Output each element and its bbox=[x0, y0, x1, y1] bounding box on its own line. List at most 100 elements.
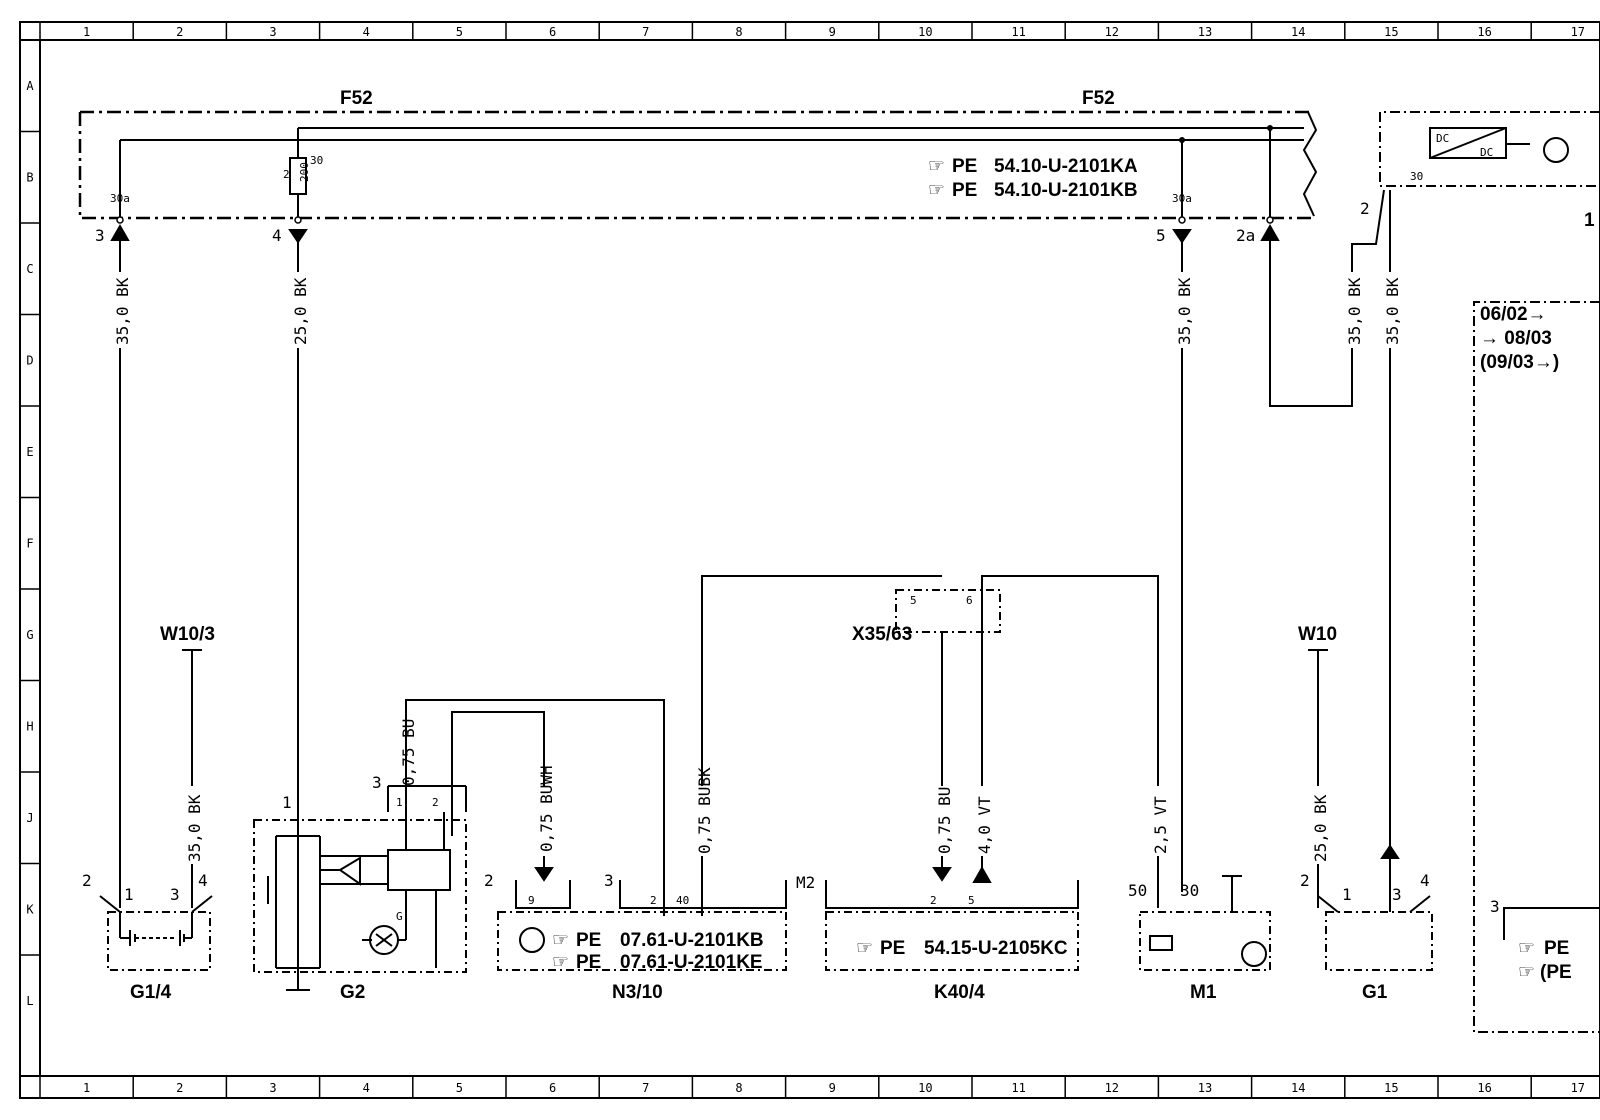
pin-30-fuse: 30 bbox=[310, 154, 323, 167]
column-label: 9 bbox=[829, 1081, 836, 1095]
n3-pin-3: 3 bbox=[604, 871, 614, 890]
column-label: 14 bbox=[1291, 1081, 1305, 1095]
wire-w4: 35,0 BK bbox=[1345, 277, 1364, 345]
column-label: 13 bbox=[1198, 25, 1212, 39]
column-label: 10 bbox=[918, 25, 932, 39]
column-label: 15 bbox=[1384, 25, 1398, 39]
row-label: H bbox=[26, 719, 33, 733]
n3-pin-9: 9 bbox=[528, 894, 535, 907]
m1-starter bbox=[1139, 875, 1271, 971]
g1-pin-3: 3 bbox=[1392, 885, 1402, 904]
f52-refs: ☞ PE 54.10-U-2101KA ☞ PE 54.10-U-2101KB bbox=[928, 156, 1138, 201]
date-2: → 08/03 bbox=[1480, 328, 1552, 349]
row-label: E bbox=[26, 445, 33, 459]
column-label: 3 bbox=[269, 1081, 276, 1095]
ref-k40: 54.15-U-2105KC bbox=[924, 938, 1068, 959]
dcdc-pin-1: 1 bbox=[1584, 210, 1595, 231]
wire-w7: 0,75 BU bbox=[399, 719, 418, 786]
column-label: 14 bbox=[1291, 25, 1305, 39]
g1-4-pin-3: 3 bbox=[170, 885, 180, 904]
f52-busbar bbox=[119, 127, 1304, 218]
wire-w13: 25,0 BK bbox=[1311, 794, 1330, 862]
pin-2a: 2a bbox=[1236, 226, 1255, 245]
row-label: A bbox=[26, 79, 34, 93]
row-label: G bbox=[26, 628, 33, 642]
pe-icon-5: ☞ bbox=[856, 938, 873, 959]
f52-right-label: F52 bbox=[1082, 88, 1115, 109]
x35-63-connector bbox=[895, 589, 1001, 633]
wire-w10: 0,75 BU bbox=[935, 787, 954, 854]
g2-alternator bbox=[253, 785, 467, 991]
g1-4-pin-4: 4 bbox=[198, 871, 208, 890]
row-label: C bbox=[26, 262, 33, 276]
pin-30a-left: 30a bbox=[110, 192, 130, 205]
n3-pin-m2: M2 bbox=[796, 873, 815, 892]
x35-pin-5: 5 bbox=[910, 594, 917, 607]
column-label: 2 bbox=[176, 1081, 183, 1095]
column-label: 4 bbox=[363, 1081, 370, 1095]
variant-ref-b: (PE bbox=[1540, 962, 1572, 983]
x35-63-label: X35/63 bbox=[852, 624, 912, 645]
column-label: 9 bbox=[829, 25, 836, 39]
ref-n3-a: 07.61-U-2101KB bbox=[620, 930, 764, 951]
ref-f52-b: 54.10-U-2101KB bbox=[994, 180, 1138, 201]
k40-4-module bbox=[825, 865, 1079, 971]
column-label: 7 bbox=[642, 1081, 649, 1095]
variant-pin-3: 3 bbox=[1490, 897, 1500, 916]
n3-10-label: N3/10 bbox=[612, 982, 663, 1003]
pin-5: 5 bbox=[1156, 226, 1166, 245]
g2-pin-2: 2 bbox=[432, 796, 439, 809]
pe-icon-7: ☞ bbox=[1518, 962, 1535, 983]
dcdc-pin-30: 30 bbox=[1410, 170, 1423, 183]
row-label: F bbox=[26, 536, 33, 550]
k40-pin-5: 5 bbox=[968, 894, 975, 907]
wire-w9: 0,75 BUBK bbox=[695, 767, 714, 854]
column-label: 16 bbox=[1477, 25, 1491, 39]
pin-4: 4 bbox=[272, 226, 282, 245]
column-label: 11 bbox=[1011, 25, 1025, 39]
column-label: 15 bbox=[1384, 1081, 1398, 1095]
g1-pin-1: 1 bbox=[1342, 885, 1352, 904]
ref-n3-b: 07.61-U-2101KE bbox=[620, 952, 763, 973]
m1-pin-50: 50 bbox=[1128, 881, 1147, 900]
wire-w1: 35,0 BK bbox=[113, 277, 132, 345]
column-label: 5 bbox=[456, 1081, 463, 1095]
wire-w8: 0,75 BUWH bbox=[537, 765, 556, 852]
pe-icon-2: ☞ bbox=[928, 180, 945, 201]
pe-icon-4: ☞ bbox=[552, 952, 569, 973]
column-label: 8 bbox=[735, 1081, 742, 1095]
row-label: B bbox=[26, 170, 33, 184]
column-label: 1 bbox=[83, 25, 90, 39]
pin-3: 3 bbox=[95, 226, 105, 245]
column-label: 5 bbox=[456, 25, 463, 39]
variant-box bbox=[1473, 301, 1600, 1033]
n3-pin-2b: 2 bbox=[650, 894, 657, 907]
g1-pin-4: 4 bbox=[1420, 871, 1430, 890]
fuse-200: 200 bbox=[298, 162, 311, 182]
g1-4-battery bbox=[99, 895, 213, 971]
pe-icon-1: ☞ bbox=[928, 156, 945, 177]
m1-label: M1 bbox=[1190, 982, 1217, 1003]
pe-label-4: PE bbox=[576, 952, 601, 973]
wire-w11: 4,0 VT bbox=[975, 796, 994, 854]
g2-pin-1: 1 bbox=[282, 793, 292, 812]
pe-icon-3: ☞ bbox=[552, 930, 569, 951]
wire-w2: 25,0 BK bbox=[291, 277, 310, 345]
frame bbox=[19, 21, 1600, 1099]
wire-w12: 2,5 VT bbox=[1151, 796, 1170, 854]
pe-label-2: PE bbox=[952, 180, 977, 201]
g1-4-pin-2: 2 bbox=[82, 871, 92, 890]
pe-icon-6: ☞ bbox=[1518, 938, 1535, 959]
column-label: 17 bbox=[1571, 1081, 1585, 1095]
x35-pin-6: 6 bbox=[966, 594, 973, 607]
dc-label-1: DC bbox=[1436, 132, 1449, 145]
date-1: 06/02→ bbox=[1480, 304, 1547, 325]
wire-w3: 35,0 BK bbox=[1175, 277, 1194, 345]
column-label: 17 bbox=[1571, 25, 1585, 39]
column-label: 4 bbox=[363, 25, 370, 39]
column-label: 11 bbox=[1011, 1081, 1025, 1095]
date-3: (09/03→) bbox=[1480, 352, 1559, 373]
wire-labels: 35,0 BK 25,0 BK 35,0 BK 35,0 BK 35,0 BK … bbox=[113, 277, 1402, 862]
